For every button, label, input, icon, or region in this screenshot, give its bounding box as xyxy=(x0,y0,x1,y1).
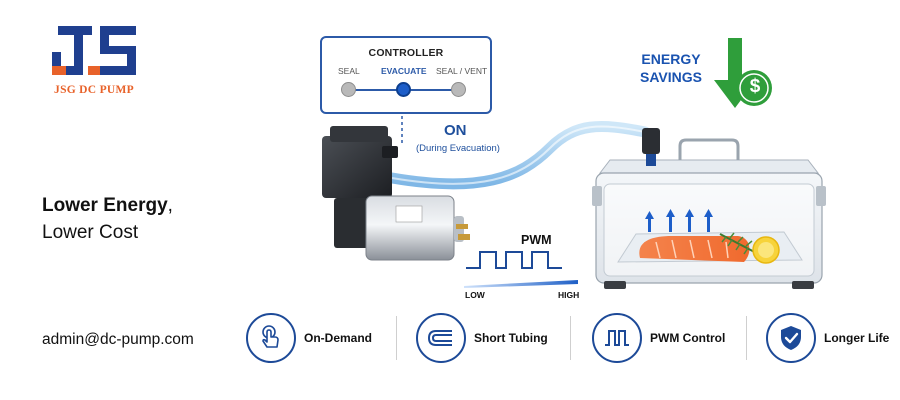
tubing-icon xyxy=(416,313,466,363)
headline: Lower Energy, Lower Cost xyxy=(42,192,173,246)
pwm-high-label: HIGH xyxy=(558,290,580,300)
controller-dot-seal[interactable] xyxy=(341,82,356,97)
energy-savings-line1: ENERGY xyxy=(641,51,701,67)
feature-pwm-control[interactable]: PWM Control xyxy=(592,308,725,368)
controller-option-seal[interactable]: SEAL xyxy=(338,66,360,76)
controller-option-evacuate[interactable]: EVACUATE xyxy=(381,66,427,76)
controller-dot-seal-vent[interactable] xyxy=(451,82,466,97)
controller-title: CONTROLLER xyxy=(368,47,444,59)
pump-status-label: ON xyxy=(444,122,467,139)
feature-divider xyxy=(746,316,747,360)
feature-divider xyxy=(570,316,571,360)
brand-logo[interactable]: JSG DC PUMP xyxy=(44,26,144,104)
headline-comma: , xyxy=(167,195,173,216)
pump-illustration xyxy=(322,38,826,289)
feature-row: On-Demand Short Tubing PWM Control xyxy=(246,308,896,368)
pwm-wave-icon xyxy=(592,313,642,363)
feature-on-demand[interactable]: On-Demand xyxy=(246,308,372,368)
contact-email[interactable]: admin@dc-pump.com xyxy=(42,331,194,348)
feature-short-tubing[interactable]: Short Tubing xyxy=(416,308,548,368)
controller-dot-evacuate[interactable] xyxy=(396,82,411,97)
controller-panel: CONTROLLER SEAL EVACUATE SEAL / VENT xyxy=(320,36,492,114)
shield-check-icon xyxy=(766,313,816,363)
dollar-icon: $ xyxy=(749,76,761,97)
feature-label: Short Tubing xyxy=(474,331,548,345)
energy-savings-label: ENERGY SAVINGS xyxy=(640,50,702,86)
pwm-label: PWM xyxy=(521,233,552,247)
brand-name: JSG DC PUMP xyxy=(54,84,134,96)
feature-longer-life[interactable]: Longer Life xyxy=(766,308,889,368)
controller-option-seal-vent[interactable]: SEAL / VENT xyxy=(436,66,488,76)
pump-status-sublabel: (During Evacuation) xyxy=(416,143,500,154)
feature-label: On-Demand xyxy=(304,331,373,345)
jsg-logo-mark-icon xyxy=(52,26,136,75)
energy-savings-line2: SAVINGS xyxy=(640,69,702,85)
feature-label: PWM Control xyxy=(650,331,726,345)
feature-divider xyxy=(396,316,397,360)
hand-touch-icon xyxy=(246,313,296,363)
pwm-low-label: LOW xyxy=(465,290,485,300)
feature-label: Longer Life xyxy=(824,331,890,345)
headline-bold: Lower Energy xyxy=(42,195,168,216)
headline-line2: Lower Cost xyxy=(42,222,139,243)
